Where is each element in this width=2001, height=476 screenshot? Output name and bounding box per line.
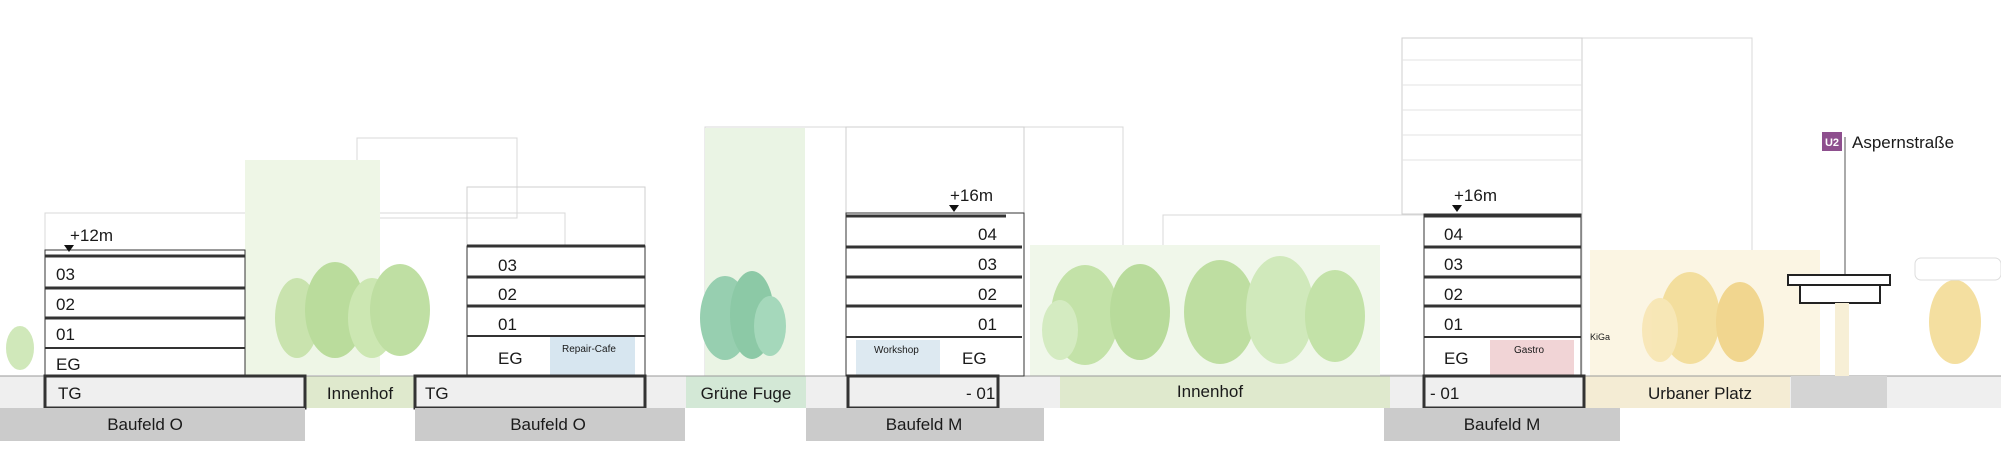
- metro-station: [1787, 137, 2001, 376]
- floor-label: 02: [56, 295, 75, 314]
- floor-label: 02: [1444, 285, 1463, 304]
- metro-line-label: U2: [1825, 137, 1839, 149]
- height-label: +12m: [70, 226, 113, 245]
- floor-label: EG: [1444, 349, 1469, 368]
- basement-label: TG: [425, 384, 449, 403]
- space-label: Innenhof: [327, 384, 393, 403]
- room-label: Gastro: [1514, 345, 1544, 356]
- basement-label: - 01: [1430, 384, 1459, 403]
- floor-label: 04: [978, 225, 997, 244]
- floor-label: 02: [498, 285, 517, 304]
- floor-label: 01: [978, 315, 997, 334]
- floor-label: 01: [498, 315, 517, 334]
- floor-label: 03: [56, 265, 75, 284]
- floor-label: 01: [56, 325, 75, 344]
- plot-label: Baufeld M: [1464, 415, 1541, 434]
- room-label: Repair-Cafe: [562, 344, 616, 355]
- floor-label: 02: [978, 285, 997, 304]
- floor-label: 03: [1444, 255, 1463, 274]
- tree-group-innenhof-right: [1042, 256, 1365, 365]
- metro-line-badge: [1822, 132, 1842, 151]
- basement-label: - 01: [966, 384, 995, 403]
- building-4: [1401, 37, 1586, 410]
- height-label: +16m: [950, 186, 993, 205]
- space-label: Grüne Fuge: [701, 384, 792, 403]
- building-2: [413, 186, 647, 410]
- floor-label: 03: [978, 255, 997, 274]
- basement-label: TG: [58, 384, 82, 403]
- space-label: Innenhof: [1177, 382, 1243, 401]
- plot-label: Baufeld M: [886, 415, 963, 434]
- tree-group-urbaner-platz: [1642, 272, 1981, 364]
- building-3: [845, 126, 1025, 410]
- space-label: Urbaner Platz: [1648, 384, 1752, 403]
- plot-label: Baufeld O: [107, 415, 183, 434]
- plot-bars: [0, 376, 1887, 441]
- floor-label: 04: [1444, 225, 1463, 244]
- floor-label: EG: [962, 349, 987, 368]
- room-label: Workshop: [874, 345, 919, 356]
- ground: [0, 375, 2001, 408]
- tree-group-innenhof-left: [6, 262, 430, 370]
- plot-label: Baufeld O: [510, 415, 586, 434]
- building-1: [43, 245, 307, 410]
- trees: [6, 256, 1981, 370]
- floor-label: 01: [1444, 315, 1463, 334]
- floor-label: 03: [498, 256, 517, 275]
- floor-label: EG: [498, 349, 523, 368]
- height-label: +16m: [1454, 186, 1497, 205]
- floor-label: EG: [56, 355, 81, 374]
- kiga-label: KiGa: [1590, 332, 1610, 342]
- metro-station-name: Aspernstraße: [1852, 133, 1954, 152]
- tree-group-gruene-fuge: [700, 271, 786, 360]
